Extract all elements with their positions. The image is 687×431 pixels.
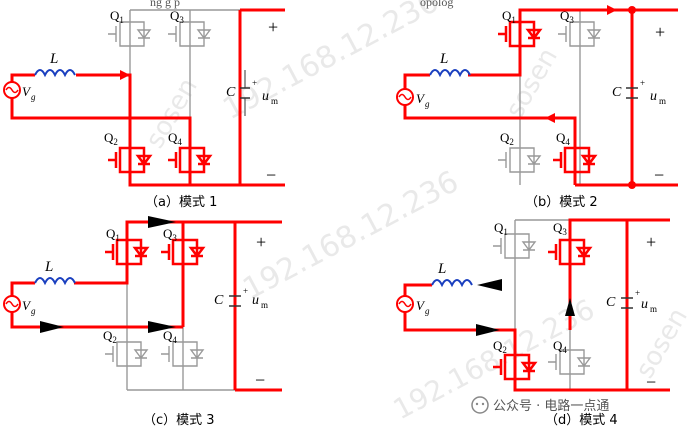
label-Q3-a: Q3 xyxy=(170,8,184,25)
panel-b-mode-2: + L V g C u m + − Q1 Q3 Q2 Q4 （b）模式 2 xyxy=(396,5,678,210)
label-um-a: u xyxy=(262,89,269,104)
label-minus-a: − xyxy=(266,165,276,185)
label-Q4-a: Q4 xyxy=(168,130,182,147)
label-um-sub-d: m xyxy=(650,304,657,314)
label-plus-a: + xyxy=(268,17,278,37)
panel-d-mode-4: + L V g C u m + − Q1 Q3 Q2 Q4 （d）模式 4 xyxy=(396,218,670,428)
label-Q4-b: Q4 xyxy=(556,130,570,147)
label-um-sub-b: m xyxy=(659,96,666,106)
brand-text: 公众号 · 电路一点通 xyxy=(493,398,609,414)
cap-plus-a: + xyxy=(252,78,257,88)
label-L-a: L xyxy=(49,51,58,67)
wechat-icon xyxy=(471,396,489,414)
label-Vg-c: V xyxy=(22,298,32,313)
label-um-sub-a: m xyxy=(271,96,278,106)
label-Q3-d: Q3 xyxy=(553,220,567,237)
label-minus-d: − xyxy=(646,372,656,392)
label-Q3-b: Q3 xyxy=(560,8,574,25)
label-minus-b: − xyxy=(654,165,664,185)
watermark-ip-1: 192.168.12.236 xyxy=(217,0,444,127)
label-um-b: u xyxy=(650,89,657,104)
label-plus-b: + xyxy=(655,22,665,42)
top-fragment: ng g p xyxy=(150,0,180,9)
label-um-d: u xyxy=(641,297,648,312)
label-Q4-d: Q4 xyxy=(553,338,567,355)
label-C-c: C xyxy=(214,293,224,308)
label-L-d: L xyxy=(437,261,446,277)
watermark-side-3: sosen xyxy=(630,303,687,383)
caption-a: （a）模式 1 xyxy=(145,195,217,210)
caption-d: （d）模式 4 xyxy=(545,413,618,428)
label-Q3-c: Q3 xyxy=(163,226,177,243)
label-Q4-c: Q4 xyxy=(163,328,177,345)
label-C-a: C xyxy=(226,85,236,100)
brand-footer: 公众号 · 电路一点通 xyxy=(471,396,609,414)
label-Q2-b: Q2 xyxy=(500,130,514,147)
label-Q1-c: Q1 xyxy=(106,226,120,243)
label-C-b: C xyxy=(612,85,622,100)
label-Q2-a: Q2 xyxy=(104,130,118,147)
label-Vg-a: V xyxy=(22,84,32,99)
label-L-b: L xyxy=(439,51,448,67)
watermark-side-2: sosen xyxy=(500,43,564,123)
watermark-layer: 192.168.12.236 192.168.12.236 192.168.12… xyxy=(140,0,687,426)
caption-c: （c）模式 3 xyxy=(143,413,215,428)
panel-c-mode-3: + L V g C u m + − Q1 Q3 Q2 Q4 （c）模式 3 xyxy=(3,216,282,428)
cap-plus-d: + xyxy=(635,288,640,298)
label-minus-c: − xyxy=(255,370,265,390)
label-Vg-d: V xyxy=(416,298,426,313)
label-um-sub-c: m xyxy=(261,300,268,310)
top-fragment-right: opolog xyxy=(420,0,453,9)
label-Vg-sub-b: g xyxy=(425,99,430,109)
label-plus-d: + xyxy=(646,232,656,252)
label-Vg-b: V xyxy=(416,91,426,106)
label-L-c: L xyxy=(44,259,53,275)
label-C-d: C xyxy=(606,295,616,310)
caption-b: （b）模式 2 xyxy=(525,195,598,210)
label-Q1-a: Q1 xyxy=(110,8,124,25)
cap-plus-c: + xyxy=(243,286,248,296)
label-Vg-sub-d: g xyxy=(425,306,430,316)
cap-plus-b: + xyxy=(640,78,645,88)
label-Vg-sub-a: g xyxy=(31,92,36,102)
label-Q1-d: Q1 xyxy=(494,220,508,237)
label-Q2-d: Q2 xyxy=(493,338,507,355)
label-Q2-c: Q2 xyxy=(103,328,117,345)
label-Q1-b: Q1 xyxy=(502,8,516,25)
label-plus-c: + xyxy=(256,232,266,252)
label-Vg-sub-c: g xyxy=(31,306,36,316)
label-um-c: u xyxy=(252,293,259,308)
panel-a-mode-1: + L V g C u m + − Q1 Q3 Q2 Q4 （a）模式 1 xyxy=(3,8,285,210)
